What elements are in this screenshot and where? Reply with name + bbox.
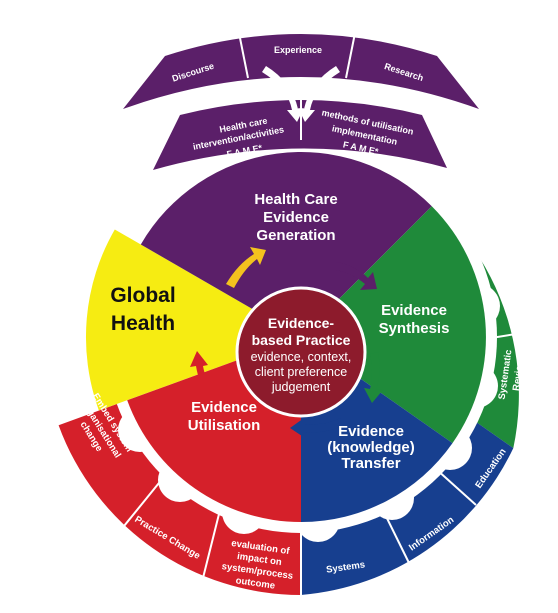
top-divider <box>345 32 356 79</box>
utilisation-label: Evidence <box>191 399 257 416</box>
top-arc-outer <box>123 34 479 109</box>
down-arrow-icon <box>262 66 304 122</box>
synthesis-label: Evidence <box>381 302 447 319</box>
center-text-line: evidence, context, <box>251 350 352 364</box>
band-divider <box>119 477 164 532</box>
center-circle <box>235 286 367 418</box>
top-arc: Discourse Experience Research Health car… <box>123 32 479 170</box>
generation-wedge <box>140 152 432 337</box>
transfer-label: Evidence <box>338 423 404 440</box>
synthesis-wedge <box>301 206 486 444</box>
cycle-arrows <box>190 247 383 438</box>
band-divider <box>201 509 221 583</box>
global-health-label: Health <box>111 312 175 335</box>
transfer-label: (knowledge) <box>327 439 415 456</box>
transfer-label: Transfer <box>341 455 400 472</box>
down-arrow-icon <box>298 66 340 122</box>
top-arc-label: Experience <box>274 45 322 55</box>
center-title-line: based Practice <box>252 332 351 348</box>
center-title-line: Evidence- <box>268 315 334 331</box>
generation-label: Generation <box>256 227 335 244</box>
arrow-icon <box>336 262 377 290</box>
synthesis-label: Synthesis <box>379 320 450 337</box>
global-health-wedge <box>85 229 302 411</box>
generation-label: Health Care <box>254 191 337 208</box>
arrow-icon <box>290 418 345 438</box>
green-band-label: Review <box>511 357 527 392</box>
arrow-icon <box>190 351 217 401</box>
center-text-line: client preference <box>255 365 347 379</box>
center-text-line: judgement <box>271 380 331 394</box>
utilisation-label: Utilisation <box>188 417 261 434</box>
generation-label: Evidence <box>263 209 329 226</box>
global-health-label: Global <box>110 284 175 307</box>
red-band-label: outcome <box>235 575 276 591</box>
arrow-icon <box>226 247 266 288</box>
blue-band-label: Systems <box>326 559 366 575</box>
top-divider <box>238 32 249 79</box>
arrow-icon <box>364 352 383 403</box>
